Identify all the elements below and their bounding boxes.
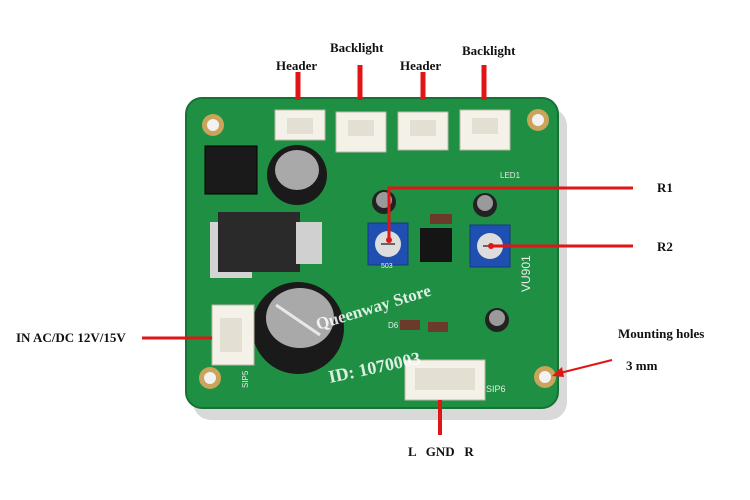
capacitor-r2-area	[473, 193, 497, 217]
label-backlight-1: Backlight	[330, 40, 384, 55]
capacitor-small	[267, 145, 327, 205]
mounting-hole-bottom-left	[199, 367, 221, 389]
diode-d6	[400, 320, 420, 330]
pointer-r2-dot	[488, 243, 494, 249]
silk-pot-value: 503	[381, 263, 393, 270]
label-r2: R2	[657, 239, 673, 254]
ic-chip	[420, 228, 452, 262]
silk-sip6: SIP6	[486, 384, 506, 394]
silk-d6: D6	[388, 321, 399, 330]
diode	[428, 322, 448, 332]
capacitor-large	[252, 282, 344, 374]
label-hole-size: 3 mm	[626, 358, 658, 373]
pointer-mounting-arrow	[552, 367, 564, 377]
trimmer-r1	[367, 222, 409, 266]
connector-header-1	[274, 109, 326, 141]
voltage-regulator	[210, 212, 322, 278]
output-connector	[404, 359, 486, 401]
pointer-r1	[387, 186, 633, 240]
silk-led1: LED1	[500, 171, 521, 180]
label-backlight-2: Backlight	[462, 43, 516, 58]
input-connector	[211, 304, 255, 366]
label-output-pins: L GND R	[408, 444, 474, 459]
label-mounting-holes: Mounting holes	[618, 326, 705, 341]
pointer-r1-dot	[386, 237, 392, 243]
mounting-hole-bottom-right	[534, 366, 556, 388]
silk-vu: VU901	[519, 255, 533, 292]
capacitor-r1-area	[372, 190, 396, 214]
mounting-hole-top-right	[527, 109, 549, 131]
label-r1: R1	[657, 180, 673, 195]
mounting-hole-top-left	[202, 114, 224, 136]
connector-backlight-2	[459, 109, 511, 151]
connector-backlight-1	[335, 111, 387, 153]
diode-top	[430, 214, 452, 224]
capacitor-bottom	[485, 308, 509, 332]
label-input: IN AC/DC 12V/15V	[16, 330, 126, 345]
connector-header-2	[397, 111, 449, 151]
silk-sip5: SIP5	[241, 370, 250, 388]
label-header-2: Header	[400, 58, 442, 73]
pointer-mounting-hole	[555, 359, 613, 375]
label-header-1: Header	[276, 58, 318, 73]
bridge-rectifier	[204, 145, 258, 195]
